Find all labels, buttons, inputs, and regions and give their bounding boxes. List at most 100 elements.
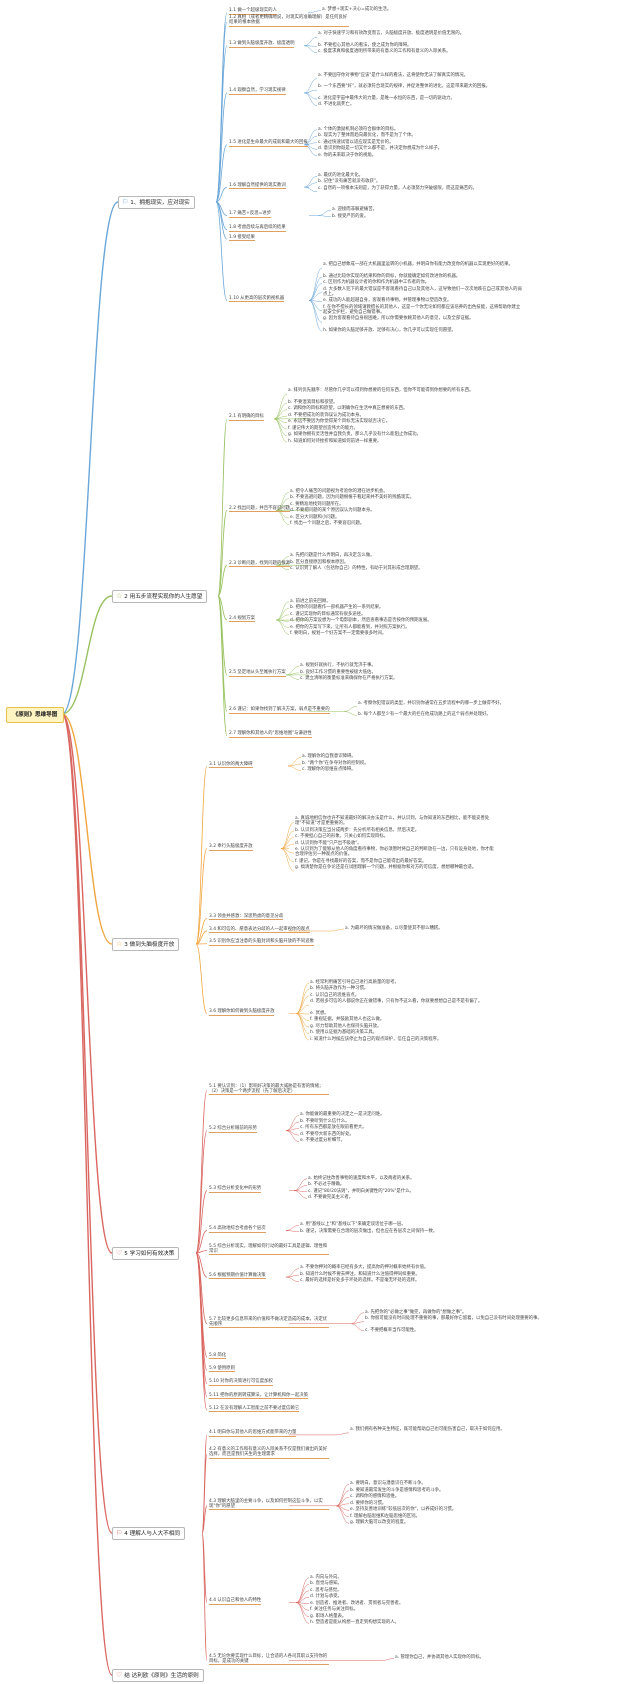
subtopic-b2-2-f: f. 找出一个问题之后，不要容忍问题。: [290, 521, 365, 527]
subtopic-b5-2-a: a. 你能做的最重要的决定之一是决定问谁。: [300, 1112, 385, 1118]
subtopic-b4-3-c: c. 调和你的感情和思维。: [350, 1494, 400, 1500]
branch-b5[interactable]: ♡5 学习如何有效决策: [112, 1247, 180, 1260]
topic-b3-4: 3.4 和可信的、愿意表达分歧的人一起审视你的观点: [209, 926, 310, 934]
subtopic-b2-4-b: b. 把你的问题看作一部机器产生的一系列结果。: [290, 605, 384, 611]
subtopic-b5-7-c: c. 不要把概率当作可能性。: [365, 1327, 419, 1333]
link-line: [303, 175, 318, 188]
subtopic-b4-4-b: b. 直觉与感知。: [310, 1581, 342, 1587]
subtopic-b5-2-c: c. 所有东西都是放在眼前看更大。: [300, 1125, 367, 1131]
subtopic-b5-3-d: d. 不要做完美主义者。: [308, 1195, 354, 1201]
topic-b5-12: 5.12 在没有理解人工智能之前不要过度信赖它: [209, 1405, 300, 1413]
topic-b5-9: 5.9 使用原则: [209, 1365, 235, 1373]
subtopic-b3-6-d: d. 若很多可信的人都说你正在做错事，只有你不这么看，你就要想想自己是不是有偏了…: [310, 999, 483, 1005]
link-line: [195, 1090, 208, 1254]
subtopic-b5-7-b: b. 你很可能没有时间处理不重要的事，那最好你它留着，以免自己没有时间处理重要的…: [365, 1316, 542, 1321]
topic-b4-3: 4.3 理解大脑里的主要斗争，以及如何控制这些斗争，以实现"你"的愿望: [209, 1499, 329, 1511]
subtopic-b2-2-c: c. 要精准地找到问题所在。: [290, 501, 344, 507]
link-line: [201, 1532, 208, 1603]
branch-b3[interactable]: ☆3 做到头脑极度开放: [112, 938, 180, 951]
subtopic-b4-4-f: f. 关注任务与关注目标。: [310, 1607, 358, 1613]
link-line: [201, 1505, 208, 1534]
link-line: [295, 1602, 310, 1618]
topic-b3-2: 3.2 奉行头脑极度开放: [209, 844, 253, 851]
link-line: [308, 283, 323, 301]
link-line: [343, 706, 358, 712]
subtopic-b2-1-e: e. 永远不要因为你觉得某个目标无法实现就否决它。: [288, 419, 391, 425]
subtopic-b2-3-a: a. 先把问题是什么弄明白，再决定怎么做。: [290, 553, 375, 559]
topic-b4-5: 4.5 无论你要实现什么目标，让合适的人各司其职以支持你的目标，是成功的关键: [209, 1653, 329, 1666]
subtopic-b3-2-b: b. 认识到决策应当分成两步：先分析所有相关信息，然后决定。: [295, 827, 420, 833]
link-line: [343, 711, 358, 716]
topic-b1-5: 1.5 进化是生命最大的成就和最大的回报: [229, 140, 308, 147]
subtopic-b1-6-b: b. 记住"没有痛苦就没有收获"。: [318, 179, 381, 185]
subtopic-b5-3-a: a. 始终记住改善事物的速度和水平，以及两者的关系。: [308, 1175, 415, 1181]
link-line: [350, 1312, 365, 1325]
topic-b5-1: 5.1 要认识到：（1）影响好决策的最大威胁是有害的情绪；（2）决策是一个两步流…: [209, 1084, 329, 1096]
link-line: [215, 201, 228, 301]
link-line: [273, 393, 288, 420]
subtopic-b2-4-e: e. 把你的方案写下来，让所有人都能看到，并对照方案执行。: [290, 624, 410, 630]
branch-b4[interactable]: ⚐4 理解人与人大不相同: [112, 1527, 185, 1540]
link-line: [287, 765, 302, 771]
link-line: [303, 36, 318, 46]
link-line: [217, 509, 228, 597]
subtopic-b2-5-b: b. 良好工作习惯的重要性被极大低估。: [300, 669, 376, 675]
subtopic-b3-2-a: a. 真诚地相信你也许不知道最好的解决办法是什么，并认识到，与你知道的东西相比，…: [295, 816, 490, 827]
subtopic-b1-10-e: e. 成功的人能超越自身，客观看待事物，并管理事物以塑造改变。: [323, 298, 452, 304]
link-line: [195, 943, 208, 1014]
subtopic-b4-3-e: e. 坚持友善地训练"较低层次的你"，以养成好的习惯。: [350, 1507, 457, 1513]
subtopic-b2-1-g: g. 如果你拥有灵活性并自我负责，那么几乎没有什么能阻止你成功。: [288, 432, 421, 438]
subtopic-b1-10-a: a. 把自己想象成一部在大机器里运转的小机器，并明白你有能力改变你的机器以实现更…: [323, 262, 513, 268]
subtopic-b5-6-c: c. 最好的选择是好处多于坏处的选择。不是毫无坏处的选择。: [300, 1278, 420, 1284]
link-line: [303, 45, 318, 53]
link-line: [287, 757, 302, 767]
topic-b4-2: 4.2 有意义的工作和有意义的人际关系不仅是我们做出的美好选择，而且是我们天生的…: [209, 1447, 329, 1459]
subtopic-b1-10-f: f. 在你不擅长的领域请教擅长的其他人，这是一个你无论如何都应该培养的出色技能，…: [323, 304, 521, 315]
link-line: [317, 215, 332, 218]
subtopic-b5-3-b: b. 不必过于精确。: [308, 1182, 345, 1188]
link-line: [293, 1190, 308, 1199]
topic-b5-8: 5.8 简化: [209, 1352, 227, 1360]
subtopic-b2-3-c: c. 认识到了解人（包括你自己）的特性，有助于对其形成合理期望。: [290, 566, 423, 572]
subtopic-b1-4-c: c. 进化是宇宙中最伟大的力量，是唯一永恒的东西，是一切的驱动力。: [318, 95, 455, 101]
subtopic-b2-4-d: d. 把你的方案设想为一个电影剧本，然后查看事态是否按你的预期发展。: [290, 618, 432, 624]
topic-b1-10: 1.10 从更高的层次俯视机器: [229, 295, 285, 303]
branch-b2[interactable]: ☆2 用五步流程实现你的人生愿望: [112, 590, 208, 603]
heart-icon: ♡: [116, 1671, 123, 1679]
subtopic-b2-1-h: h. 知道如何对待挫折和知道如何前进一样重要。: [288, 438, 382, 444]
link-line: [195, 1230, 208, 1254]
link-line: [61, 713, 113, 1534]
subtopic-b1-10-c: c. 区别作为机器设计者的你和作为机器中工作者的你。: [323, 280, 430, 286]
flag-icon: ⚐: [116, 1529, 123, 1537]
subtopic-b4-3-f: f. 理解右脑思维和左脑思维的区别。: [350, 1513, 420, 1519]
topic-b4-1: 4.1 明白你与其他人的思维方式能带来的力量: [209, 1430, 297, 1437]
subtopic-b3-6-c: c. 认识自己的思维盲点。: [310, 992, 360, 998]
subtopic-b3-2-d: d. 认识到你不能"只产出不吸收"。: [295, 840, 362, 846]
subtopic-b1-4-b: b. 一个东西要"好"，就必须符合现实的规律，并促进整体的进化，这是带来最大的回…: [318, 84, 491, 90]
topic-b5-7: 5.7 比较更多信息带来的价值和不做决定造成的成本，决定优先顺序: [209, 1316, 329, 1329]
branch-b6[interactable]: ♡结 达利欧《原则》生活的原则: [112, 1669, 204, 1682]
link-line: [275, 510, 290, 525]
link-line: [285, 1128, 300, 1131]
topic-b1-2: 1.2 真相（或者更精确地说，对现实的准确理解）是任何良好结果的根本依据: [229, 15, 349, 27]
subtopic-b4-4-g: g. 职场人格量表。: [310, 1613, 347, 1619]
subtopic-b5-6-a: a. 不要你押对的概率已经有多大，提高你的押对概率始终有价值。: [300, 1265, 429, 1271]
subtopic-b2-1-a: a. 排列优先顺序：尽管你几乎可以得到你想要的任何东西，但你不可能得到你想要的所…: [288, 388, 474, 394]
root-topic[interactable]: 《原则》思维导图: [6, 707, 64, 723]
subtopic-b2-2-d: d. 不要把问题的某个原因误认为问题本身。: [290, 508, 375, 514]
subtopic-b1-1-a: a. 梦想+现实+决心=成功的生活。: [322, 7, 392, 13]
subtopic-b2-4-f: f. 要明白，规划一个好方案不一定需要很多时间。: [290, 631, 387, 637]
topic-b3-6: 3.6 理解你如何做到头脑极度开放: [209, 1009, 275, 1016]
link-line: [195, 848, 208, 945]
link-line: [195, 1250, 208, 1254]
link-line: [217, 418, 228, 597]
link-line: [380, 1658, 395, 1661]
link-line: [295, 1013, 310, 1041]
subtopic-b3-2-e: e. 认识到为了能够从他人的角度看待事物，你必须暂时将自己的判断放在一边，只有设…: [295, 847, 494, 858]
link-line: [303, 92, 318, 106]
subtopic-b1-3-b: b. 不要担心其他人的看法，使之成为你的障碍。: [318, 42, 412, 48]
topic-b1-9: 1.9 接受结果: [229, 234, 255, 242]
star-icon: ☆: [116, 592, 123, 600]
branch-b1[interactable]: ⚐1、拥抱现实，应对现实: [118, 196, 195, 209]
